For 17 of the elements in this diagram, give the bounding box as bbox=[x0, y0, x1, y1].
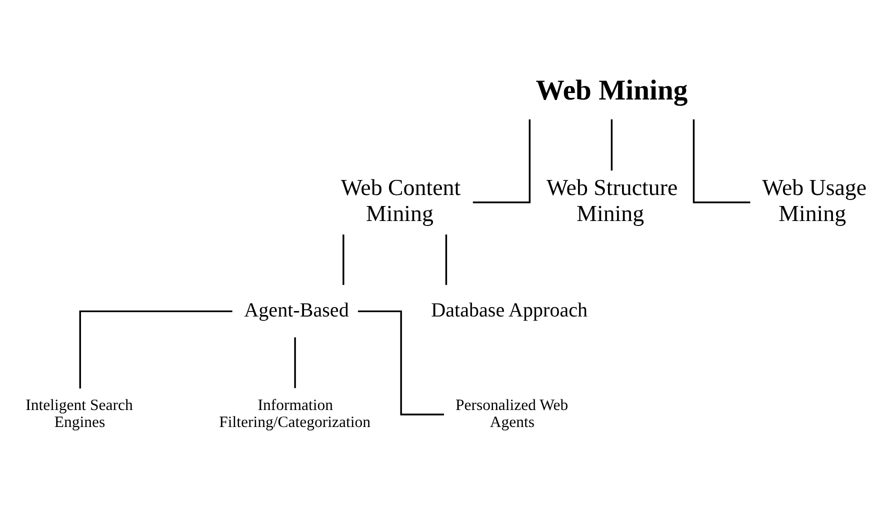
node-text: Personalized Web Agents bbox=[456, 396, 568, 432]
connector bbox=[445, 234, 448, 285]
connector bbox=[294, 337, 296, 388]
connector bbox=[342, 234, 344, 285]
connector bbox=[610, 119, 613, 171]
connector bbox=[692, 119, 750, 204]
node-text: Web Content Mining bbox=[340, 174, 461, 226]
connector bbox=[358, 310, 444, 416]
node-text: Inteligent Search Engines bbox=[26, 396, 133, 432]
connector bbox=[472, 119, 531, 204]
node-text: Database Approach bbox=[431, 300, 588, 322]
node-text: Web Structure Mining bbox=[546, 174, 678, 226]
connector bbox=[79, 310, 232, 388]
node-text: Web Usage Mining bbox=[762, 174, 867, 226]
node-text: Information Filtering/Categorization bbox=[219, 396, 370, 432]
node-text: Agent-Based bbox=[244, 300, 349, 322]
node-text: Web Mining bbox=[536, 74, 688, 106]
